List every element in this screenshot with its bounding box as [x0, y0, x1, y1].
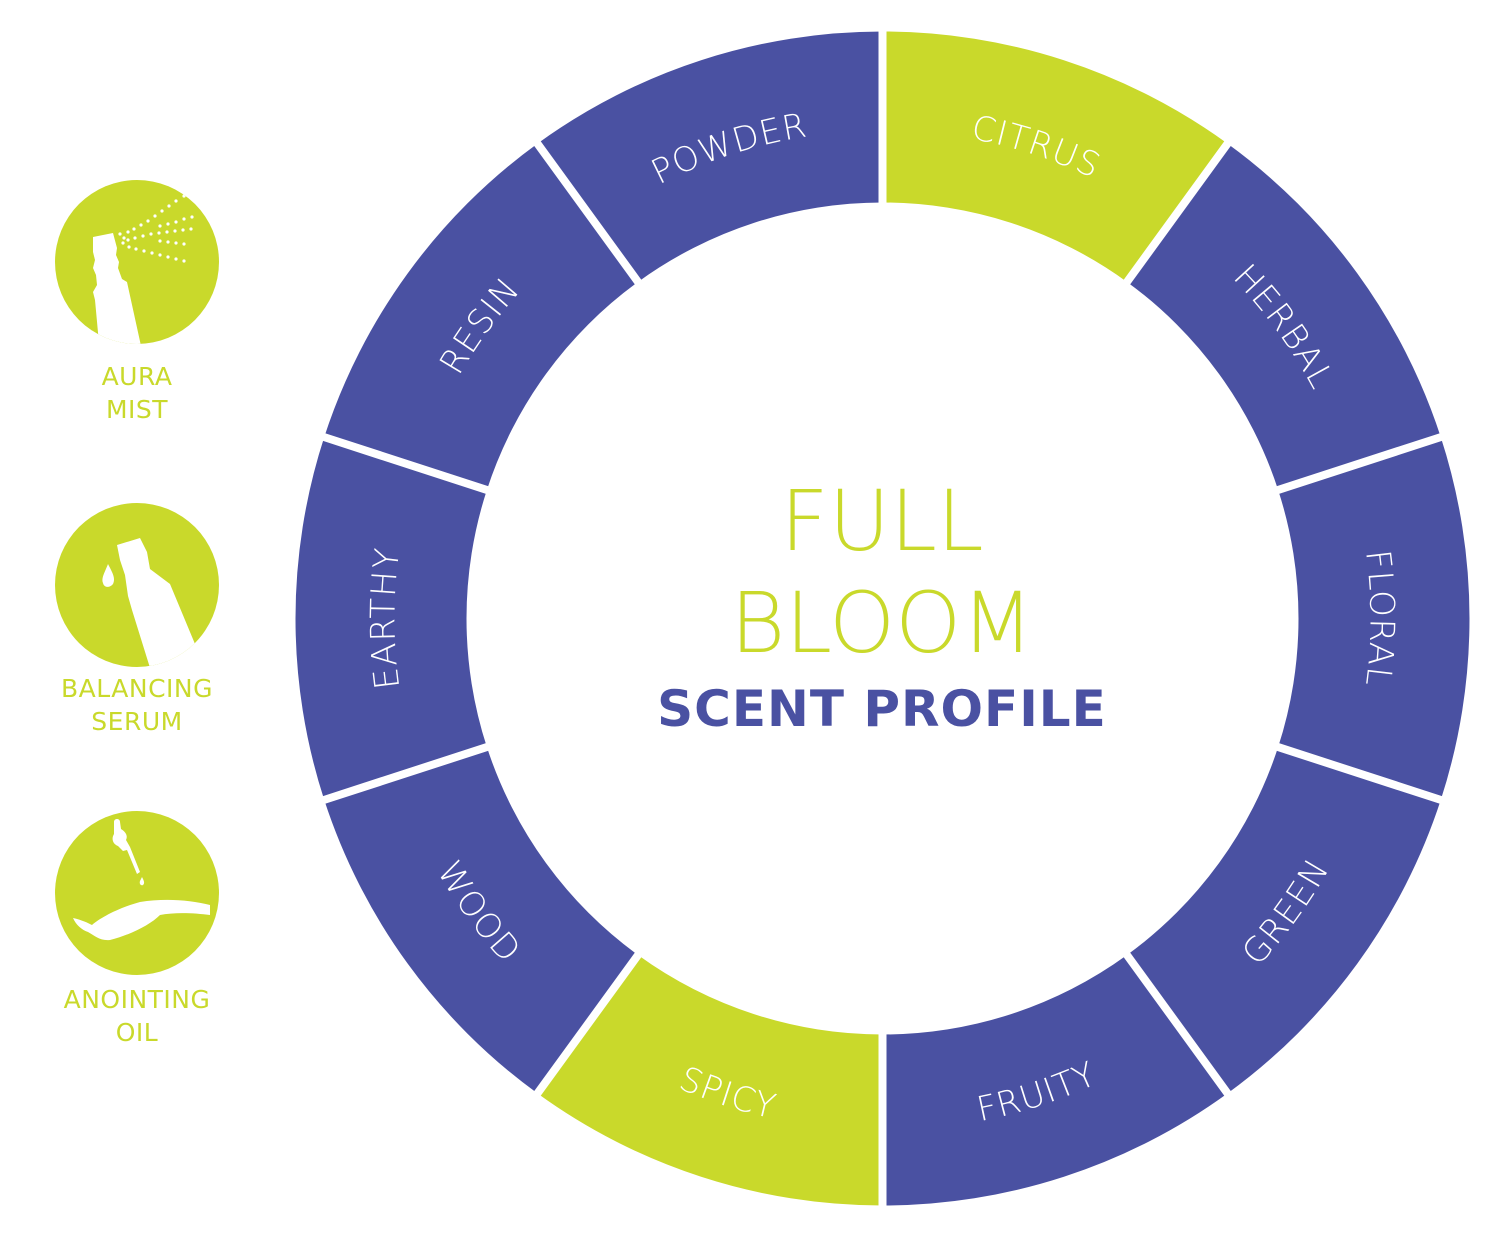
segment-separator — [1121, 949, 1234, 1099]
title-line-bloom: BLOOM — [730, 574, 1034, 672]
wheel-segment-green — [1127, 747, 1441, 1094]
title-line-full: FULL — [780, 472, 983, 570]
segment-separator — [1273, 432, 1446, 495]
wheel-label-text: EARTHY — [363, 545, 407, 691]
product-label-line: MIST — [105, 395, 169, 424]
icon-circle — [55, 180, 219, 344]
wheel-segment-fruity — [882, 955, 1228, 1206]
wheel-segment-powder — [537, 31, 883, 282]
segment-separator — [531, 949, 644, 1099]
spray-bottle-icon — [55, 180, 219, 344]
segment-separator — [319, 742, 492, 805]
dropper-hand-icon — [55, 811, 219, 975]
product-label-line: OIL — [115, 1018, 159, 1047]
product-label-line: BALANCING — [61, 674, 213, 703]
product-label-line: AURA — [101, 362, 173, 391]
wheel-segment-floral — [1278, 437, 1470, 800]
wheel-segment-resin — [324, 143, 638, 490]
wheel-segment-herbal — [1127, 143, 1441, 490]
product-label-anointing-oil: ANOINTING OIL — [17, 983, 257, 1049]
segment-separator — [531, 138, 644, 288]
wheel-segment-citrus — [882, 31, 1228, 282]
serum-dropper-bottle-icon — [55, 503, 219, 667]
segment-separator — [319, 432, 492, 495]
product-label-balancing-serum: BALANCING SERUM — [17, 672, 257, 738]
wheel-segment-wood — [324, 747, 638, 1094]
product-label-line: ANOINTING — [63, 985, 211, 1014]
wheel-segments — [295, 27, 1470, 1210]
wheel-segment-spicy — [537, 955, 883, 1206]
icon-circle — [55, 811, 219, 975]
product-label-line: SERUM — [91, 707, 183, 736]
wheel-segment-earthy — [295, 437, 487, 800]
segment-separator — [1121, 138, 1234, 288]
segment-separator — [1273, 742, 1446, 805]
wheel-label-earthy: EARTHY — [363, 545, 408, 691]
product-label-aura-mist: AURA MIST — [17, 360, 257, 426]
subtitle-scent-profile: SCENT PROFILE — [657, 680, 1107, 738]
